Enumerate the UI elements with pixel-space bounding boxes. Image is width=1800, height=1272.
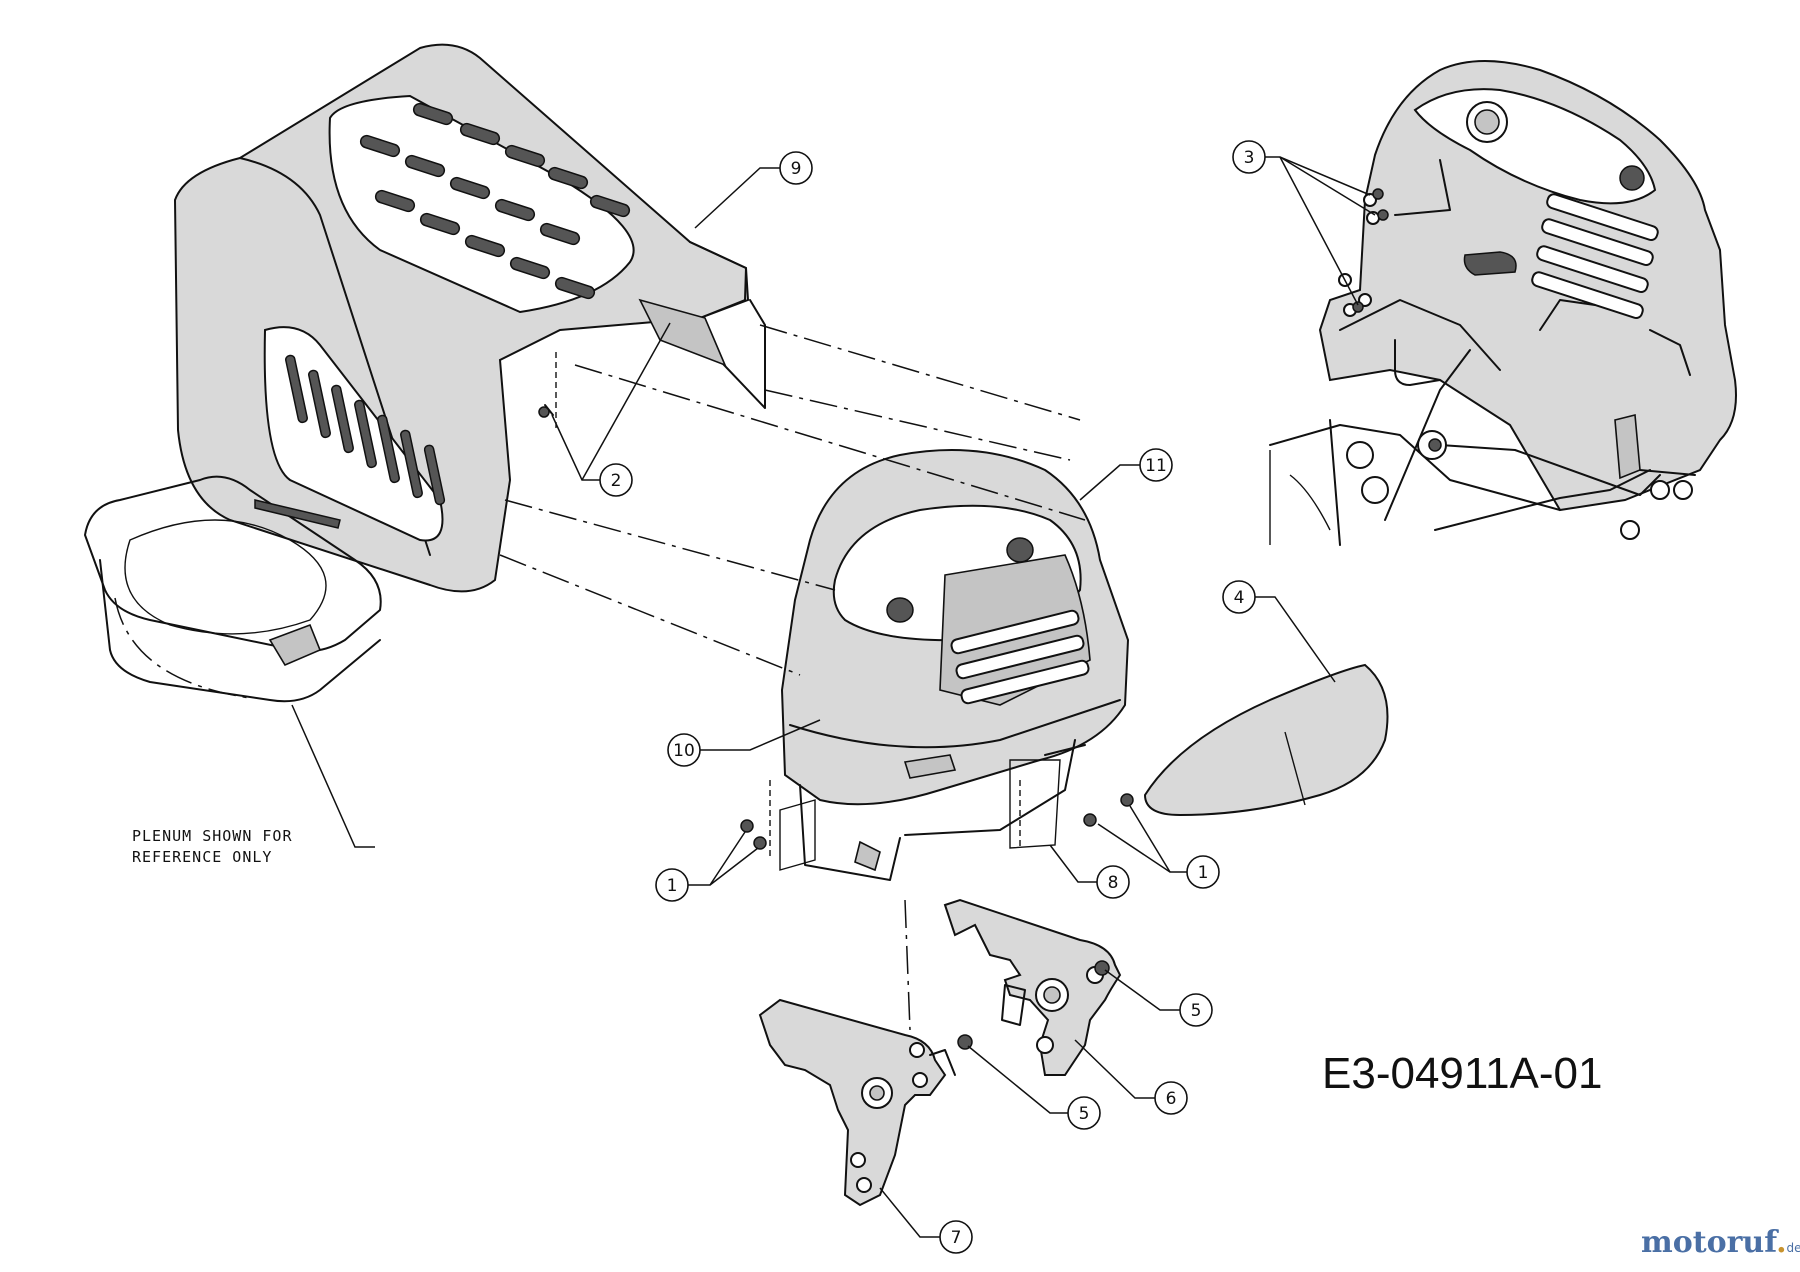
svg-text:1: 1 [1198,863,1209,883]
callout-bubble-4: 4 [1222,580,1256,614]
callout-bubble-2: 2 [599,463,633,497]
svg-text:1: 1 [667,876,678,896]
callout-bubble-6: 6 [1154,1081,1188,1115]
callout-bubble-1-left: 1 [655,868,689,902]
svg-text:7: 7 [951,1228,962,1248]
callout-bubble-11: 11 [1139,448,1173,482]
plenum-outline [84,475,382,703]
callout-bubble-1-right: 1 [1186,855,1220,889]
callout-leaders [291,156,1376,1238]
callout-bubble-5-upper: 5 [1179,993,1213,1027]
svg-text:5: 5 [1191,1001,1202,1021]
svg-text:4: 4 [1234,588,1245,608]
plenum-note-line-2: REFERENCE ONLY [132,848,272,866]
callout-bubble-5-lower: 5 [1067,1096,1101,1130]
alignment-lines [499,324,1086,1031]
svg-text:8: 8 [1108,873,1119,893]
callout-bubble-3: 3 [1232,140,1266,174]
callout-bubble-9: 9 [779,151,813,185]
bracket-7-part [758,998,956,1207]
front-grille-part [779,449,1130,881]
watermark-logo: motoruf.de [1641,1225,1800,1260]
svg-text:11: 11 [1145,456,1167,476]
plenum-note-line-1: PLENUM SHOWN FOR [132,827,293,845]
callout-bubble-7: 7 [939,1220,973,1254]
svg-text:6: 6 [1166,1089,1177,1109]
callout-bubble-8: 8 [1096,865,1130,899]
svg-text:2: 2 [611,471,622,491]
svg-text:9: 9 [791,159,802,179]
rear-view-detail [1269,60,1737,546]
callout-bubble-10: 10 [667,733,701,767]
hood-part [173,43,766,593]
svg-text:3: 3 [1244,148,1255,168]
bumper-part [1143,663,1389,817]
svg-text:5: 5 [1079,1104,1090,1124]
drawing-code: E3-04911A-01 [1322,1049,1603,1098]
svg-text:10: 10 [673,741,695,761]
fasteners [538,188,1389,1050]
bracket-6-part [943,898,1122,1076]
svg-text:motoruf.de: motoruf.de [1641,1225,1800,1260]
